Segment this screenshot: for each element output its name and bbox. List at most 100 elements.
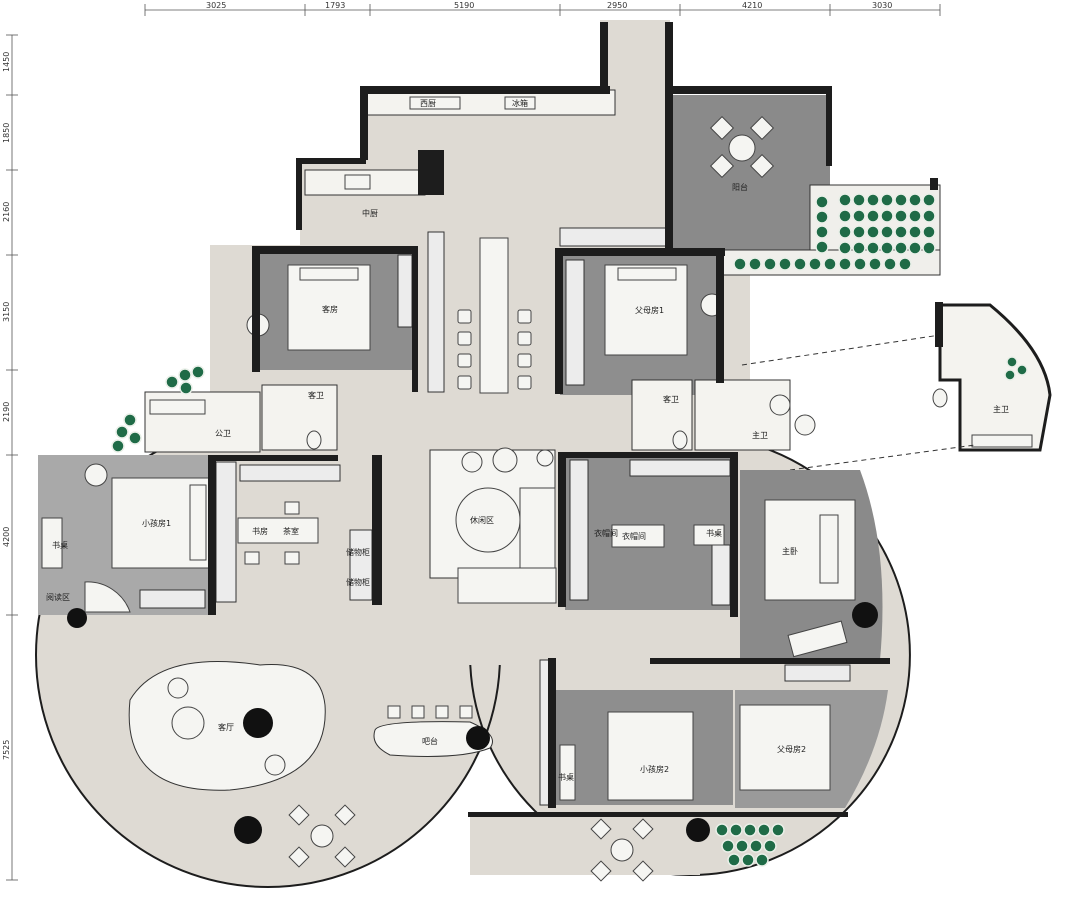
- plant-icon: [866, 225, 880, 239]
- cloakroom-label: 衣帽间: [622, 531, 646, 541]
- detached-bath: 主卫: [741, 303, 1052, 471]
- balcony-plants: [733, 193, 936, 271]
- plant-icon: [727, 853, 741, 867]
- left-dim-4: 3150: [2, 302, 11, 322]
- top-dim-3: 5190: [454, 1, 474, 10]
- chair-icon: [517, 353, 532, 368]
- balcony-table-set: [709, 115, 775, 179]
- plant-icon: [823, 257, 837, 271]
- top-dim-4: 2950: [607, 1, 627, 10]
- storage: 储物柜 储物柜: [346, 529, 373, 601]
- plant-icon: [757, 823, 771, 837]
- plant-icon: [880, 241, 894, 255]
- fridge-label: 冰箱: [512, 98, 528, 108]
- study-label: 书房: [252, 526, 268, 536]
- plant-icon: [838, 225, 852, 239]
- walkin-closet: 衣帽间 衣帽间 书桌: [565, 455, 735, 610]
- plant-icon: [763, 257, 777, 271]
- public-bath: 公卫: [111, 365, 261, 453]
- plant-icon: [179, 381, 193, 395]
- living-dining-set: [288, 804, 356, 868]
- left-dimension-line: 1450 1850 2160 3150 2190 4200 7525: [2, 34, 18, 881]
- bottom-plants: [715, 823, 785, 867]
- plant-icon: [115, 425, 129, 439]
- parent-room1-label: 父母房1: [635, 305, 664, 315]
- top-dimension-line: 3025 1793 5190 2950 4210 3030: [144, 1, 941, 16]
- plant-icon: [1016, 364, 1028, 376]
- plant-icon: [815, 210, 829, 224]
- left-dim-7: 7525: [2, 740, 11, 760]
- guest-bedroom: 客房: [246, 250, 415, 370]
- plant-icon: [866, 193, 880, 207]
- walls: [208, 22, 943, 817]
- plant-icon: [721, 839, 735, 853]
- plant-icon: [793, 257, 807, 271]
- master-bedroom: 主卧: [740, 470, 883, 682]
- plant-icon: [908, 225, 922, 239]
- kitchen-label: 中厨: [362, 208, 378, 218]
- plant-icon: [735, 839, 749, 853]
- plant-icon: [852, 241, 866, 255]
- bottom-terrace: [590, 818, 785, 882]
- guest-bedroom-label: 客房: [322, 304, 338, 314]
- study: 书房 茶室: [215, 461, 341, 603]
- parent-room-1: 父母房1: [560, 255, 724, 395]
- balcony: 阳台: [670, 95, 941, 276]
- desk-label: 书桌: [52, 540, 68, 550]
- child-room-2: 小孩房2 书桌: [539, 659, 733, 806]
- parent-room-2: 父母房2: [735, 690, 888, 808]
- storage-label: 储物柜: [346, 547, 370, 557]
- master-bedroom-label: 主卧: [782, 546, 798, 556]
- chair-icon: [457, 331, 472, 346]
- plant-icon: [763, 839, 777, 853]
- plant-icon: [868, 257, 882, 271]
- plant-icon: [908, 241, 922, 255]
- master-bath-label: 主卫: [752, 430, 768, 440]
- walkin-label: 衣帽间: [594, 528, 618, 538]
- plant-icon: [1004, 369, 1016, 381]
- plant-icon: [894, 193, 908, 207]
- plant-icon: [741, 853, 755, 867]
- plant-icon: [808, 257, 822, 271]
- plant-icon: [880, 225, 894, 239]
- balcony-label: 阳台: [732, 182, 748, 192]
- plant-icon: [1006, 356, 1018, 368]
- top-dim-2: 1793: [325, 1, 345, 10]
- detached-bath-plants: [1004, 356, 1028, 381]
- chair-icon: [517, 375, 532, 390]
- plant-icon: [880, 193, 894, 207]
- corridor: [427, 227, 669, 394]
- storage2-label: 储物柜: [346, 577, 370, 587]
- plant-icon: [838, 241, 852, 255]
- leisure-area: 休闲区: [429, 447, 557, 604]
- chair-icon: [457, 375, 472, 390]
- plant-icon: [748, 257, 762, 271]
- bath-right: 客卫: [631, 379, 693, 451]
- reading-label: 阅读区: [46, 592, 70, 602]
- chair-icon: [517, 309, 532, 324]
- living-room-label: 客厅: [218, 722, 234, 732]
- plant-icon: [815, 195, 829, 209]
- child-room-1: 小孩房1 书桌 阅读区: [38, 455, 211, 615]
- kitchen: 中厨 西厨 冰箱: [304, 89, 616, 218]
- plant-icon: [838, 193, 852, 207]
- child-room2-label: 小孩房2: [640, 764, 669, 774]
- left-dim-3: 2160: [2, 202, 11, 222]
- plant-icon: [733, 257, 747, 271]
- plant-icon: [729, 823, 743, 837]
- bar: 吧台: [373, 705, 493, 757]
- chair-icon: [517, 331, 532, 346]
- bath-right-label: 客卫: [663, 394, 679, 404]
- left-dim-5: 2190: [2, 402, 11, 422]
- child-room1-label: 小孩房1: [142, 518, 171, 528]
- plant-icon: [715, 823, 729, 837]
- plant-icon: [749, 839, 763, 853]
- plant-icon: [922, 241, 936, 255]
- plant-icon: [894, 241, 908, 255]
- living-room: 客厅: [67, 608, 356, 868]
- plant-icon: [852, 225, 866, 239]
- chair-icon: [457, 309, 472, 324]
- left-dim-1: 1450: [2, 52, 11, 72]
- bath-plants: [111, 365, 205, 453]
